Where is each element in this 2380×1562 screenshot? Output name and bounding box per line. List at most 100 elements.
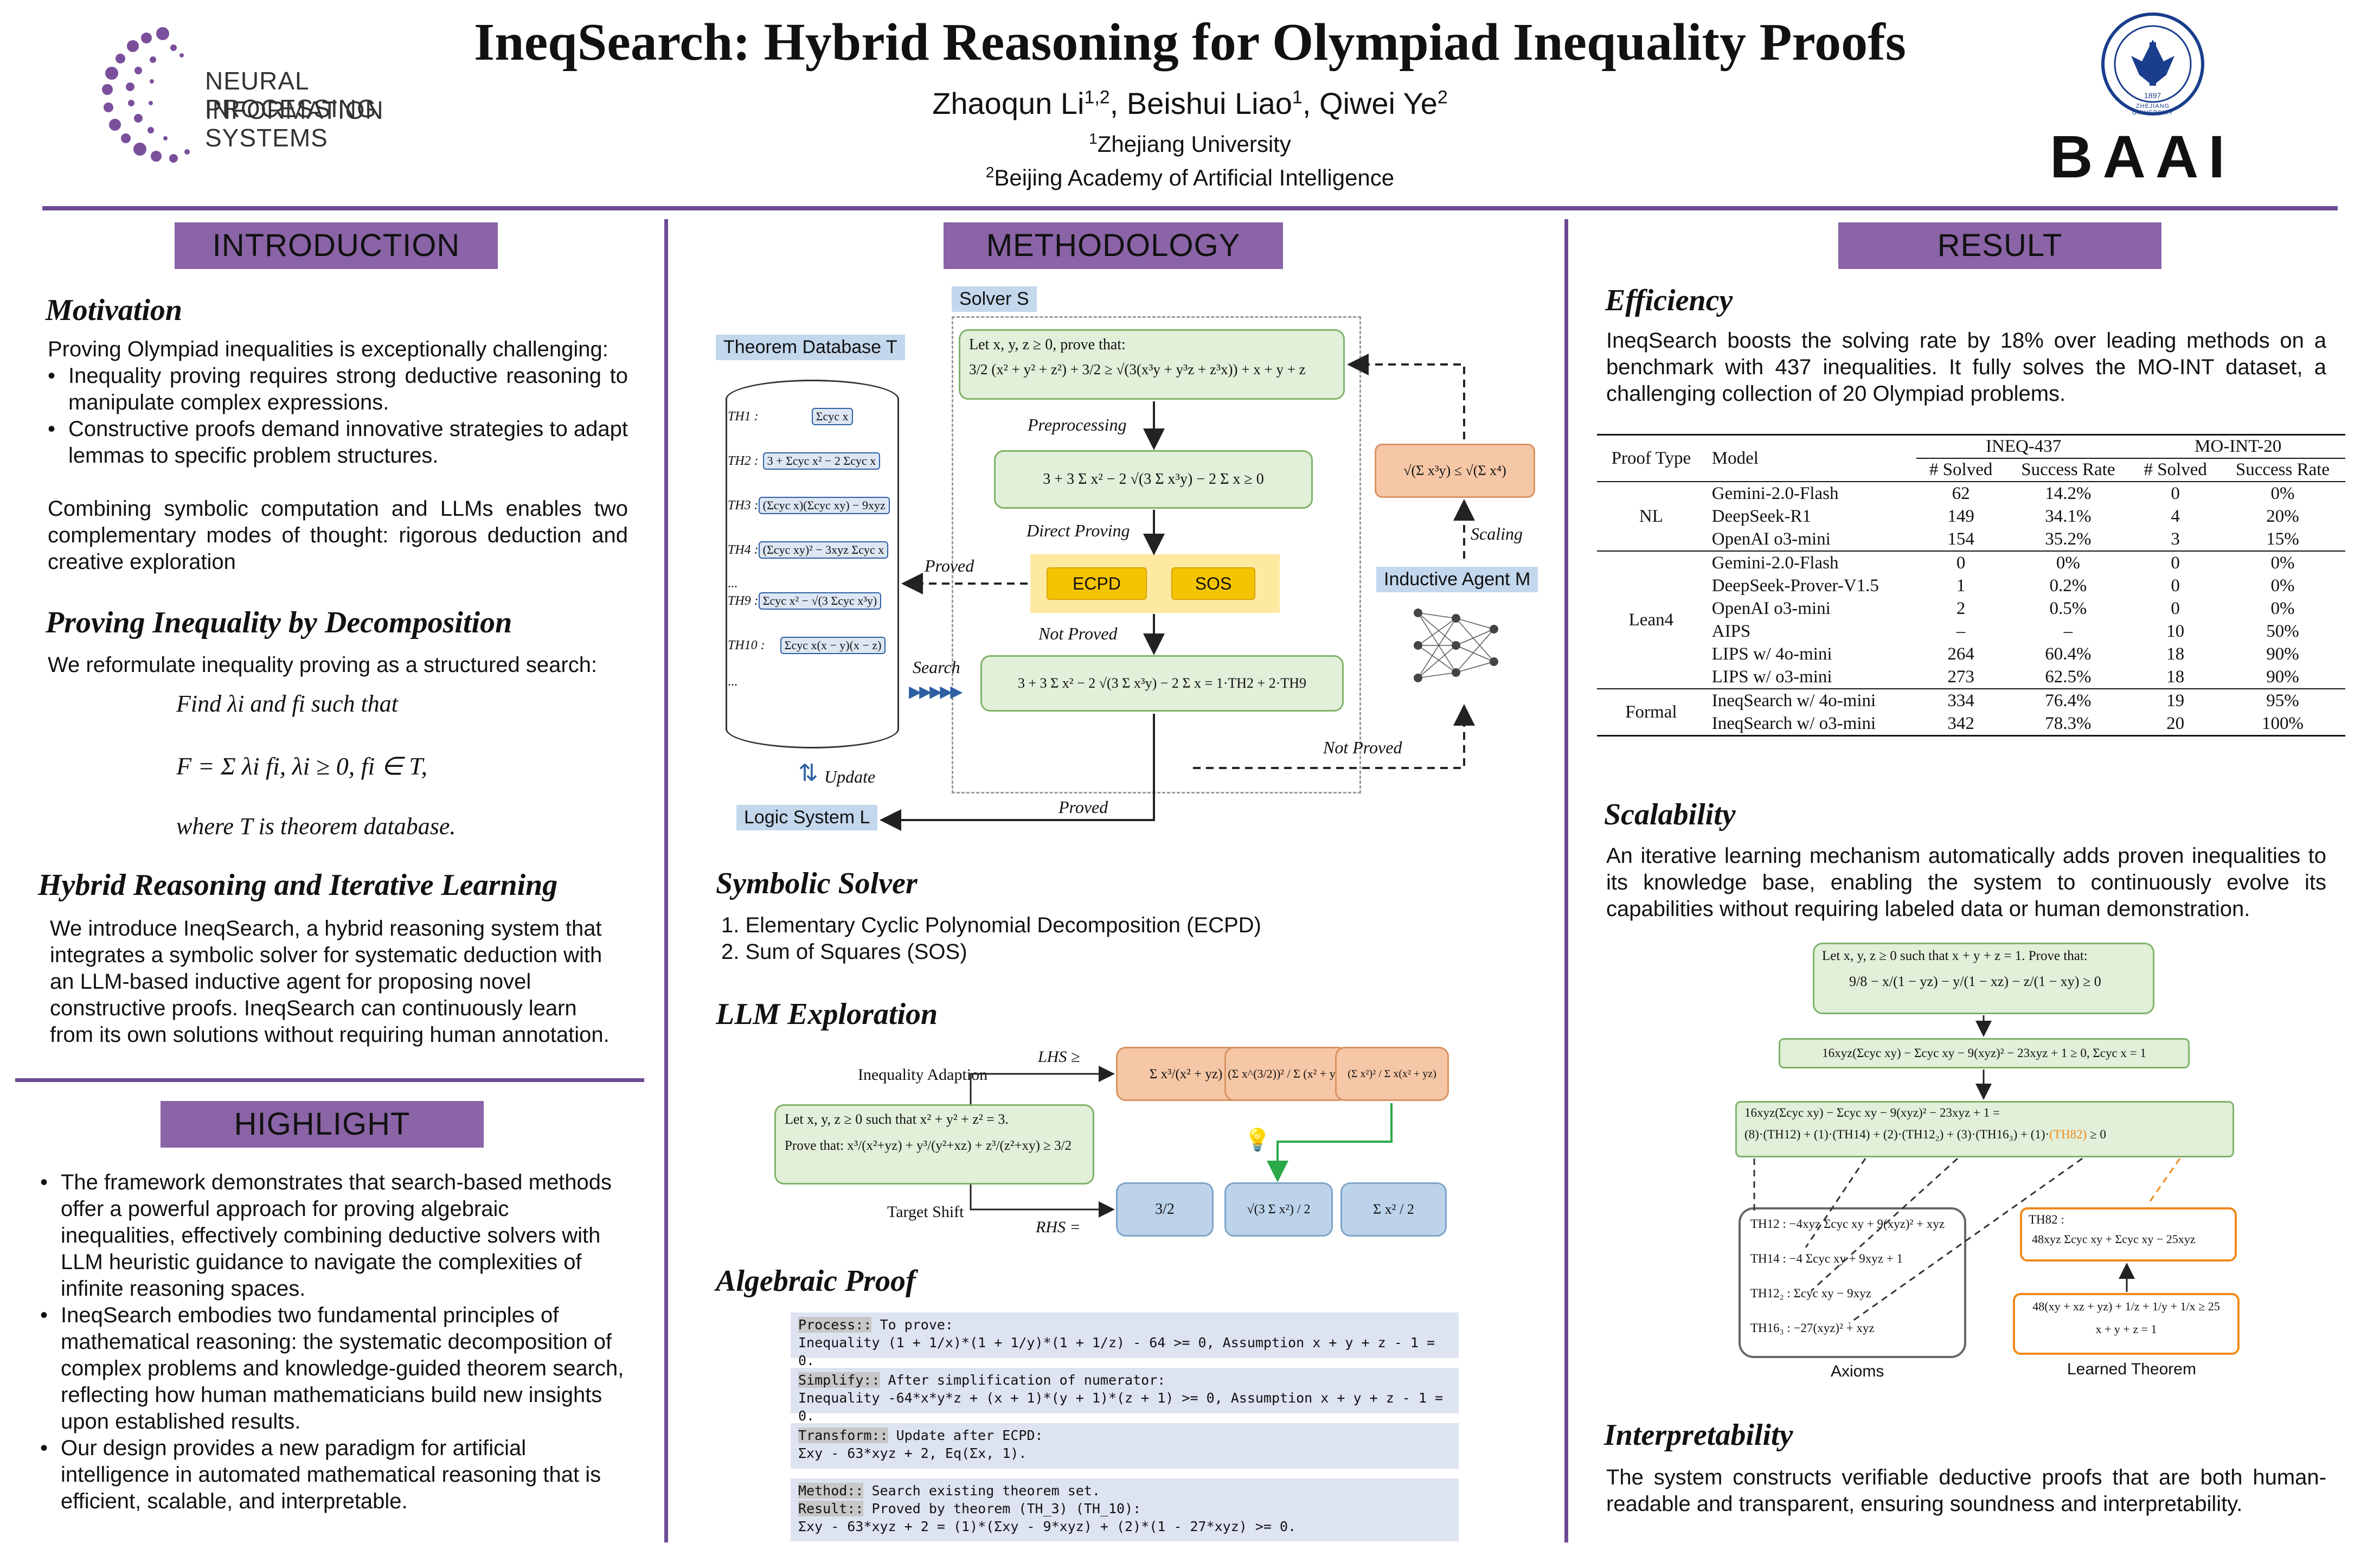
- axiom-item: TH12 : −4xyz Σcyc xy + 9(xyz)² + xyz: [1750, 1217, 1945, 1231]
- affiliation-1-sup: 1: [1089, 130, 1098, 147]
- scal-problem-line2: 9/8 − x/(1 − yz) − y/(1 − xz) − z/(1 − x…: [1849, 974, 2101, 989]
- symbolic-solver-heading: Symbolic Solver: [716, 867, 918, 900]
- value-cell: 78.3%: [2045, 714, 2092, 733]
- efficiency-text: IneqSearch boosts the solving rate by 18…: [1606, 329, 2326, 406]
- model-cell: IneqSearch w/ o3-mini: [1711, 714, 1876, 733]
- highlight-bullet-3: Our design provides a new paradigm for a…: [40, 1435, 626, 1515]
- db-ellipsis: ...: [728, 675, 737, 689]
- db-item-name: TH10 :: [728, 638, 765, 652]
- value-cell: 62: [1952, 484, 1970, 503]
- poster-title: IneqSearch: Hybrid Reasoning for Olympia…: [474, 13, 1906, 72]
- value-cell: 264: [1947, 644, 1974, 664]
- affiliation-1-text: Zhejiang University: [1097, 131, 1291, 157]
- llm-exploration-heading: LLM Exploration: [716, 997, 938, 1031]
- scaling-label: Scaling: [1471, 524, 1523, 543]
- lhs-third-option: (Σ x²)² / Σ x(x² + yz): [1335, 1047, 1449, 1101]
- value-cell: 14.2%: [2045, 484, 2092, 503]
- affiliation-2-text: Beijing Academy of Artificial Intelligen…: [994, 165, 1395, 190]
- theorem-db-items: TH1 :Σcyc x TH2 :3 + Σcyc x² − 2 Σcyc x …: [728, 408, 897, 689]
- motivation-closing: Combining symbolic computation and LLMs …: [48, 497, 628, 574]
- proof-block-1: Process:: To prove: Inequality (1 + 1/x)…: [791, 1313, 1459, 1368]
- lightbulb-icon: 💡: [1244, 1128, 1271, 1152]
- th-solved-2: # Solved: [2144, 460, 2207, 479]
- th-rate-1: Success Rate: [2021, 460, 2115, 479]
- proof-tag-text: Update after ECPD:: [888, 1427, 1043, 1443]
- value-cell: 0.5%: [2049, 599, 2087, 618]
- proof-tag-simplify: Simplify::: [798, 1372, 880, 1388]
- problem-line2: 3/2 (x² + y² + z²) + 3/2 ≥ √(3(x³y + y³z…: [969, 361, 1306, 377]
- value-cell: 0: [1956, 553, 1966, 573]
- proof-body: Inequality -64*x*y*z + (x + 1)*(y + 1)*(…: [798, 1390, 1444, 1424]
- value-cell: –: [2063, 622, 2073, 641]
- rhs-option-3-expr: Σ x² / 2: [1373, 1201, 1414, 1217]
- th-model: Model: [1711, 448, 1759, 468]
- sos-button: SOS: [1171, 567, 1255, 600]
- model-cell: Gemini-2.0-Flash: [1711, 484, 1839, 503]
- proved-label-1: Proved: [925, 556, 974, 575]
- learned-source-line2: x + y + z = 1: [2095, 1322, 2157, 1336]
- decomposition-heading: Proving Inequality by Decomposition: [46, 606, 512, 639]
- lemma-expr: √(Σ x³y) ≤ √(Σ x⁴): [1403, 463, 1506, 478]
- proof-tag-method: Method::: [798, 1483, 864, 1499]
- db-item: TH10 :Σcyc x(x − y)(x − z): [728, 637, 897, 675]
- hybrid-heading: Hybrid Reasoning and Iterative Learning: [38, 868, 558, 902]
- motivation-text: Proving Olympiad inequalities is excepti…: [48, 336, 628, 575]
- value-cell: 20%: [2266, 507, 2299, 526]
- learned-source-line1: 48(xy + xz + yz) + 1/z + 1/y + 1/x ≥ 25: [2032, 1299, 2220, 1313]
- axioms-box: TH12 : −4xyz Σcyc xy + 9(xyz)² + xyz TH1…: [1739, 1207, 1966, 1358]
- motivation-heading: Motivation: [46, 293, 183, 327]
- proof-tag-text: After simplification of numerator:: [880, 1372, 1166, 1388]
- not-proved-label-1: Not Proved: [1038, 624, 1118, 643]
- scal-problem-box: Let x, y, z ≥ 0 such that x + y + z = 1.…: [1813, 943, 2154, 1014]
- hybrid-text: We introduce IneqSearch, a hybrid reason…: [50, 917, 610, 1047]
- scalability-text: An iterative learning mechanism automati…: [1606, 844, 2326, 921]
- affiliation-2: 2Beijing Academy of Artificial Intellige…: [0, 164, 2380, 191]
- value-cell: 4: [2171, 507, 2180, 526]
- lhs-option-1-expr: Σ x³/(x² + yz): [1149, 1067, 1223, 1081]
- db-ellipsis: ...: [728, 577, 737, 591]
- th-mo-int20: MO-INT-20: [2131, 434, 2345, 459]
- scal-decomposition-line2: (8)·(TH12) + (1)·(TH14) + (2)·(TH12₂) + …: [1744, 1128, 2225, 1142]
- learned-source-box: 48(xy + xz + yz) + 1/z + 1/y + 1/x ≥ 25 …: [2013, 1293, 2240, 1355]
- db-item-expr: (Σcyc x)(Σcyc xy) − 9xyz: [758, 497, 890, 514]
- learned-theorem-title: TH82 :: [2029, 1213, 2064, 1226]
- zju-seal-year: 1897: [2144, 91, 2161, 100]
- db-item: TH4 :(Σcyc xy)² − 3xyz Σcyc x: [728, 541, 897, 579]
- rhs-option-2: √(3 Σ x²) / 2: [1224, 1182, 1333, 1237]
- th-solved-1: # Solved: [1929, 460, 1993, 479]
- scal-decomposition-end: ≥ 0: [2087, 1128, 2106, 1141]
- value-cell: 0: [2171, 599, 2180, 618]
- highlight-banner: HIGHLIGHT: [161, 1101, 484, 1148]
- author-3-sup: 2: [1437, 87, 1448, 108]
- value-cell: 19: [2166, 691, 2185, 710]
- rhs-option-1-expr: 3/2: [1155, 1201, 1175, 1218]
- db-item: TH1 :Σcyc x: [728, 408, 897, 452]
- value-cell: 2: [1956, 599, 1966, 618]
- decomposed-box: 3 + 3 Σ x² − 2 √(3 Σ x³y) − 2 Σ x = 1·TH…: [980, 655, 1344, 712]
- zju-seal-text: ZHEJIANG UNIVERSITY: [2132, 103, 2173, 116]
- algebraic-proof-heading: Algebraic Proof: [716, 1264, 916, 1298]
- decomposition-eq1: Find λi and fi such that: [176, 690, 398, 717]
- value-cell: 149: [1947, 507, 1974, 526]
- lhs-option-3-expr: (Σ x²)² / Σ x(x² + yz): [1348, 1068, 1436, 1080]
- author-2-sup: 1: [1292, 87, 1303, 108]
- db-item-name: TH3 :: [728, 498, 759, 513]
- scal-expanded-box: 16xyz(Σcyc xy) − Σcyc xy − 9(xyz)² − 23x…: [1779, 1038, 2190, 1068]
- db-item-expr: 3 + Σcyc x² − 2 Σcyc x: [762, 452, 881, 470]
- decomposed-expr: 3 + 3 Σ x² − 2 √(3 Σ x³y) − 2 Σ x = 1·TH…: [1017, 675, 1307, 691]
- proof-block-4: Method:: Search existing theorem set. Re…: [791, 1478, 1459, 1541]
- value-cell: 18: [2166, 667, 2185, 687]
- rhs-label: RHS =: [1036, 1218, 1081, 1236]
- decomposition-eq3: where T is theorem database.: [176, 813, 456, 840]
- axioms-label: Axioms: [1831, 1362, 1884, 1380]
- logic-system-label: Logic System L: [736, 805, 878, 830]
- value-cell: 154: [1947, 529, 1974, 549]
- axiom-item: TH14 : −4 Σcyc xy + 9xyz + 1: [1750, 1252, 1903, 1265]
- proved-label-2: Proved: [1059, 797, 1108, 817]
- value-cell: 35.2%: [2045, 529, 2092, 549]
